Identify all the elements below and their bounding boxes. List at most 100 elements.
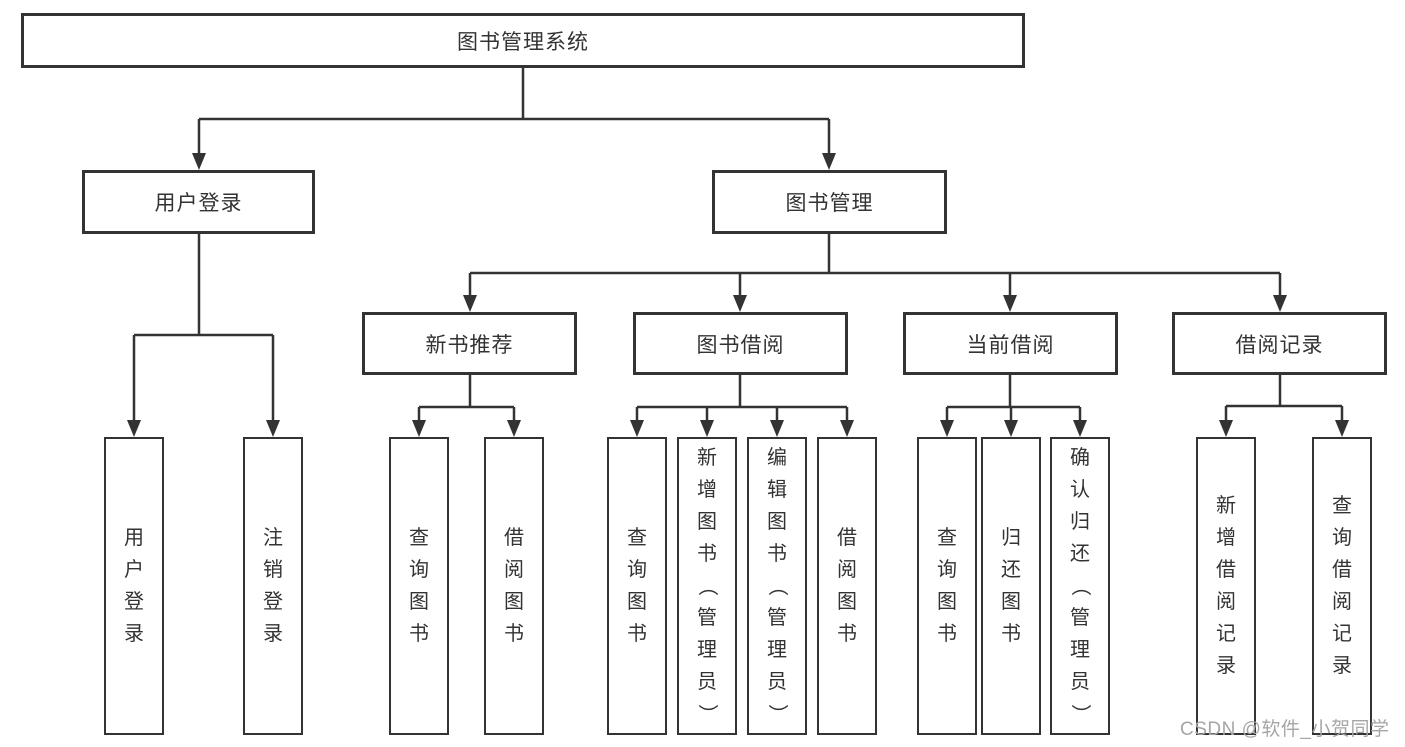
vertical-char: 管	[767, 607, 787, 629]
vertical-char: （	[696, 576, 718, 596]
vertical-char: 借	[837, 527, 857, 549]
vertical-char: 录	[263, 623, 283, 645]
leaf-newbook-borrow-book: 借阅图书	[484, 437, 544, 735]
vertical-char: 管	[1070, 607, 1090, 629]
vertical-char: 书	[697, 543, 717, 565]
leaf-borrow-borrow-book: 借阅图书	[817, 437, 877, 735]
vertical-char: 员	[697, 671, 717, 693]
node-label: 图书管理系统	[457, 30, 589, 54]
vertical-char: 询	[937, 559, 957, 581]
vertical-char: 管	[697, 607, 717, 629]
arrowheads	[127, 153, 1349, 437]
leaf-borrow-query-book: 查询图书	[607, 437, 667, 735]
vertical-char: 书	[837, 623, 857, 645]
vertical-char: 图	[767, 511, 787, 533]
vertical-char: ）	[696, 704, 718, 724]
vertical-char: 员	[1070, 671, 1090, 693]
vertical-char: 增	[697, 479, 717, 501]
vertical-char: 借	[1216, 559, 1236, 581]
vertical-char: 录	[124, 623, 144, 645]
vertical-char: 书	[937, 623, 957, 645]
vertical-char: 登	[263, 591, 283, 613]
vertical-char: 还	[1070, 543, 1090, 565]
node-current-borrow: 当前借阅	[903, 312, 1118, 375]
vertical-char: 阅	[1332, 591, 1352, 613]
vertical-char: 图	[837, 591, 857, 613]
node-label: 用户登录	[154, 192, 243, 215]
vertical-char: 图	[504, 591, 524, 613]
vertical-char: 新	[1216, 495, 1236, 517]
vertical-char: （	[766, 576, 788, 596]
leaf-borrow-edit-book-admin: 编辑图书 （ 管理员 ）	[747, 437, 807, 735]
vertical-char: 编	[767, 447, 787, 469]
vertical-char: 确	[1070, 447, 1090, 469]
node-new-book-recommend: 新书推荐	[362, 312, 577, 375]
vertical-char: 员	[767, 671, 787, 693]
connector-bookborrow-to-leaves	[635, 375, 849, 422]
vertical-char: 询	[409, 559, 429, 581]
leaf-current-return-book: 归还图书	[981, 437, 1041, 735]
vertical-char: 借	[1332, 559, 1352, 581]
node-system-root: 图书管理系统	[21, 13, 1025, 68]
leaf-current-confirm-return-admin: 确认归还（管理员）	[1050, 437, 1110, 735]
vertical-char: 图	[627, 591, 647, 613]
vertical-char: 图	[409, 591, 429, 613]
vertical-char: 图	[937, 591, 957, 613]
vertical-char: 还	[1001, 559, 1021, 581]
node-label: 借阅记录	[1235, 333, 1324, 357]
node-book-management: 图书管理	[712, 170, 947, 234]
vertical-char: 录	[1332, 655, 1352, 677]
connector-currentborrow-to-leaves	[945, 375, 1082, 422]
vertical-char: 录	[1216, 655, 1236, 677]
vertical-char: 登	[124, 591, 144, 613]
vertical-char: 图	[697, 511, 717, 533]
vertical-char: 书	[409, 623, 429, 645]
vertical-char: 归	[1070, 511, 1090, 533]
vertical-char: 书	[627, 623, 647, 645]
vertical-char: 借	[504, 527, 524, 549]
vertical-char: 记	[1332, 623, 1352, 645]
vertical-char: 书	[767, 543, 787, 565]
node-label: 当前借阅	[966, 333, 1055, 357]
vertical-char: 用	[124, 527, 144, 549]
vertical-char: 记	[1216, 623, 1236, 645]
csdn-watermark: CSDN @软件_小贺同学	[1180, 719, 1390, 740]
leaf-record-add-record: 新增借阅记录	[1196, 437, 1256, 735]
vertical-char: 理	[697, 639, 717, 661]
connector-borrowrecord-to-leaves	[1224, 375, 1344, 422]
vertical-char: 注	[263, 527, 283, 549]
vertical-char: 阅	[837, 559, 857, 581]
vertical-char: 理	[1070, 639, 1090, 661]
leaf-user-login: 用户登录	[104, 437, 164, 735]
vertical-char: （	[1069, 576, 1091, 596]
connector-userlogin-to-leaves	[132, 234, 275, 422]
vertical-char: 查	[409, 527, 429, 549]
connector-newbook-to-leaves	[417, 375, 516, 422]
node-label: 新书推荐	[425, 333, 514, 357]
vertical-char: 增	[1216, 527, 1236, 549]
leaf-newbook-query-book: 查询图书	[389, 437, 449, 735]
vertical-char: 查	[1332, 495, 1352, 517]
node-label: 图书管理	[785, 192, 874, 215]
vertical-char: ）	[1069, 704, 1091, 724]
vertical-char: 理	[767, 639, 787, 661]
node-label: 图书借阅	[696, 333, 785, 357]
node-book-borrow: 图书借阅	[633, 312, 848, 375]
leaf-current-query-book: 查询图书	[917, 437, 977, 735]
vertical-char: 图	[1001, 591, 1021, 613]
vertical-char: 户	[124, 559, 144, 581]
vertical-char: 阅	[504, 559, 524, 581]
vertical-char: 书	[1001, 623, 1021, 645]
vertical-char: 询	[1332, 527, 1352, 549]
vertical-char: 辑	[767, 479, 787, 501]
vertical-char: 归	[1001, 527, 1021, 549]
node-user-login: 用户登录	[82, 170, 315, 234]
leaf-record-query-record: 查询借阅记录	[1312, 437, 1372, 735]
vertical-char: 阅	[1216, 591, 1236, 613]
vertical-char: ）	[766, 704, 788, 724]
connector-bookmgmt-to-modules	[468, 234, 1282, 297]
leaf-borrow-add-book-admin: 新增图书（管理员）	[677, 437, 737, 735]
vertical-char: 查	[627, 527, 647, 549]
